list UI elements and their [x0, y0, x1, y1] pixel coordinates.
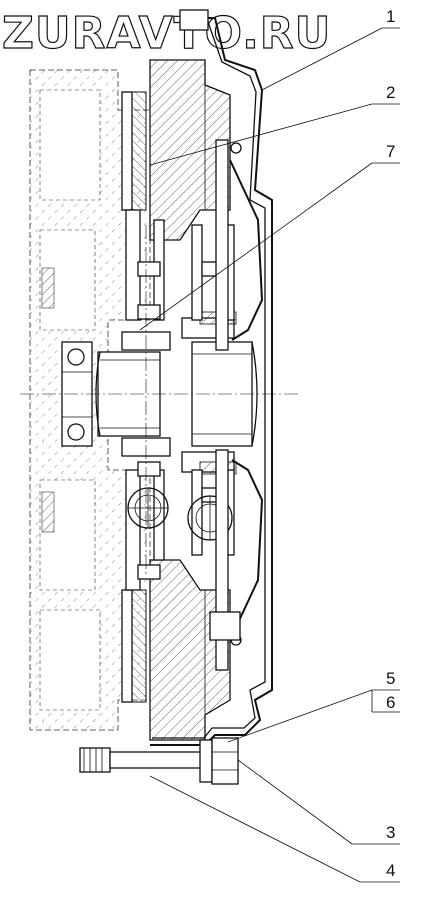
callout-6: 6	[386, 693, 395, 712]
callout-2: 2	[386, 83, 395, 102]
callout-4: 4	[386, 861, 395, 880]
watermark-text: ZURAVTO.RU	[2, 8, 331, 59]
callout-1: 1	[386, 7, 395, 26]
mounting-bolt	[79, 737, 239, 785]
callout-7: 7	[386, 142, 395, 161]
friction-linings	[121, 91, 147, 703]
callout-3: 3	[386, 823, 395, 842]
diaphragm-spring	[209, 142, 264, 646]
clutch-cover	[150, 9, 273, 746]
damper-springs	[127, 487, 233, 541]
leader-lines	[139, 27, 400, 883]
flywheel	[149, 59, 231, 741]
callout-5: 5	[386, 669, 395, 688]
